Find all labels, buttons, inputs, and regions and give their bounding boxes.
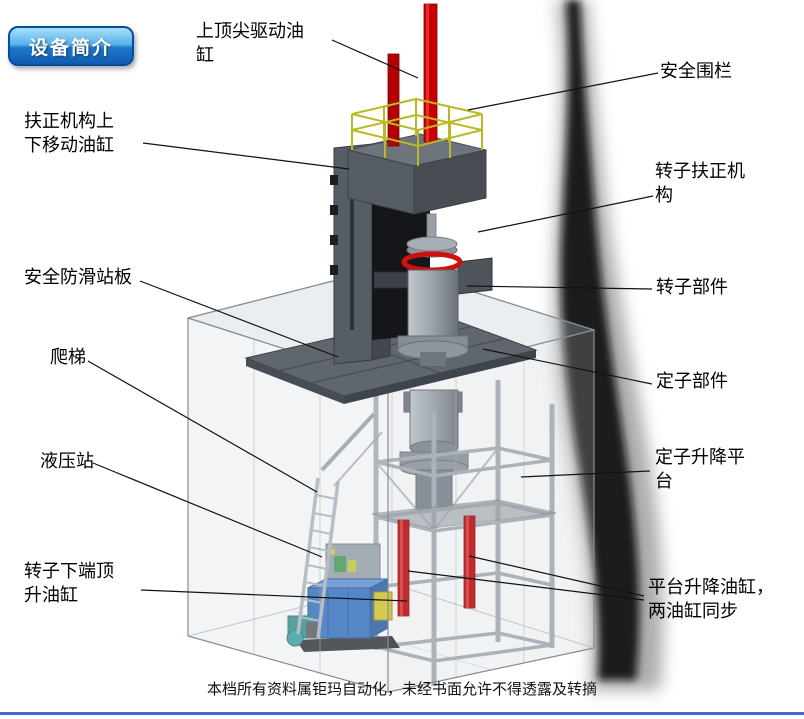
label-stator-parts: 定子部件 [656, 371, 728, 391]
label-hydraulic-station: 液压站 [40, 451, 94, 471]
label-antislip-platform: 安全防滑站板 [24, 267, 132, 287]
platform-lift-cylinders-shape [397, 515, 476, 617]
label-ladder: 爬梯 [50, 347, 86, 367]
leader-rotor-parts [466, 285, 653, 290]
enclosure-interior [286, 380, 557, 686]
safety-railing-shape [351, 97, 483, 166]
ladder-shape [296, 412, 383, 639]
leader-antislip-platform [139, 280, 339, 358]
leader-rotor-centering [477, 195, 654, 233]
leader-stator-parts [482, 348, 653, 385]
leader-platform-lift-1 [468, 555, 645, 597]
title-badge: 设备简介 [8, 26, 134, 66]
leader-centering-cylinder [142, 142, 350, 170]
shadow-smudge [553, 0, 664, 690]
leader-ladder [87, 360, 318, 493]
label-centering-updown-cylinder: 扶正机构上 下移动油缸 [24, 111, 114, 155]
leader-platform-lift-2 [407, 570, 645, 601]
label-stator-lift-platform: 定子升降平 台 [655, 447, 745, 491]
top-drive-cylinders-shape [387, 3, 438, 147]
label-top-drive-cylinder: 上顶尖驱动油 缸 [196, 21, 304, 65]
bottom-rule [0, 712, 804, 715]
label-rotor-centering-mechanism: 转子扶正机 构 [655, 161, 745, 205]
press-column-shape [330, 133, 487, 365]
leader-hydraulic-station [92, 462, 323, 558]
leader-rotor-jack [140, 589, 408, 602]
rotor-assembly-shape [373, 213, 493, 366]
confidentiality-note: 本档所有资料属钜玛自动化，未经书面允许不得透露及转摘 [206, 682, 597, 698]
leader-safety-fence [467, 72, 659, 111]
valve-cluster-shape [325, 543, 381, 585]
leader-stator-lift [520, 470, 651, 478]
leader-top-drive-cylinder [331, 39, 419, 79]
label-rotor-parts: 转子部件 [656, 277, 728, 297]
label-safety-fence: 安全围栏 [660, 61, 732, 81]
leader-lines [87, 39, 659, 602]
label-platform-lift-cylinders: 平台升降油缸， 两油缸同步 [648, 577, 774, 621]
label-rotor-bottom-jack-cylinder: 转子下端顶 升油缸 [24, 561, 114, 605]
lift-frame-shape [371, 380, 557, 686]
